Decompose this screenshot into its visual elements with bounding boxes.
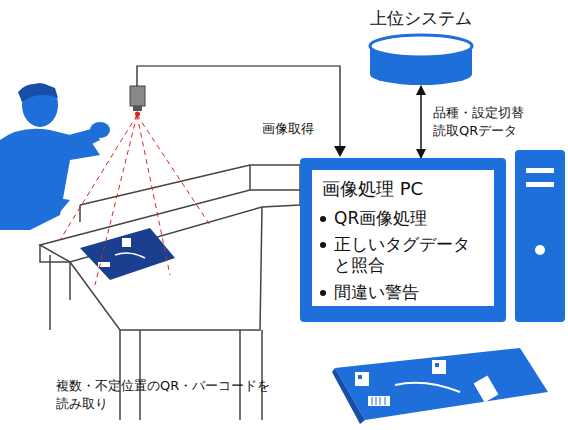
camera-field — [60, 115, 210, 285]
bullet-text: QR画像処理 — [334, 208, 484, 229]
monitor-screen — [312, 170, 494, 306]
note-label: 画像取得 — [262, 120, 342, 138]
node-title: 上位システム — [366, 8, 476, 29]
note-label: 複数・不定位置のQR・バーコードを 読み取り — [56, 377, 306, 412]
bullet-dot — [320, 242, 326, 248]
tagged-bag — [332, 348, 548, 424]
image-cable — [137, 66, 346, 157]
camera — [130, 86, 145, 117]
tower-pc — [515, 150, 565, 322]
bag-on-conveyor — [80, 228, 175, 280]
bullet-dot — [320, 290, 326, 296]
monitor-node: 画像処理 PC QR画像処理正しいタグデータ と照合間違い警告 — [300, 158, 506, 322]
edge-label: 品種・設定切替 読取QRデータ — [433, 104, 543, 139]
bullet-text: 間違い警告 — [334, 282, 484, 303]
cylinder-top — [370, 35, 472, 57]
worker — [0, 83, 110, 230]
database-node: 上位システム — [366, 6, 476, 86]
bullet-text: 正しいタグデータ と照合 — [334, 234, 479, 277]
bullet-dot — [320, 216, 326, 222]
node-title: 画像処理 PC — [322, 178, 492, 201]
connector-arrow — [420, 86, 422, 158]
monitor-frame — [300, 158, 506, 322]
